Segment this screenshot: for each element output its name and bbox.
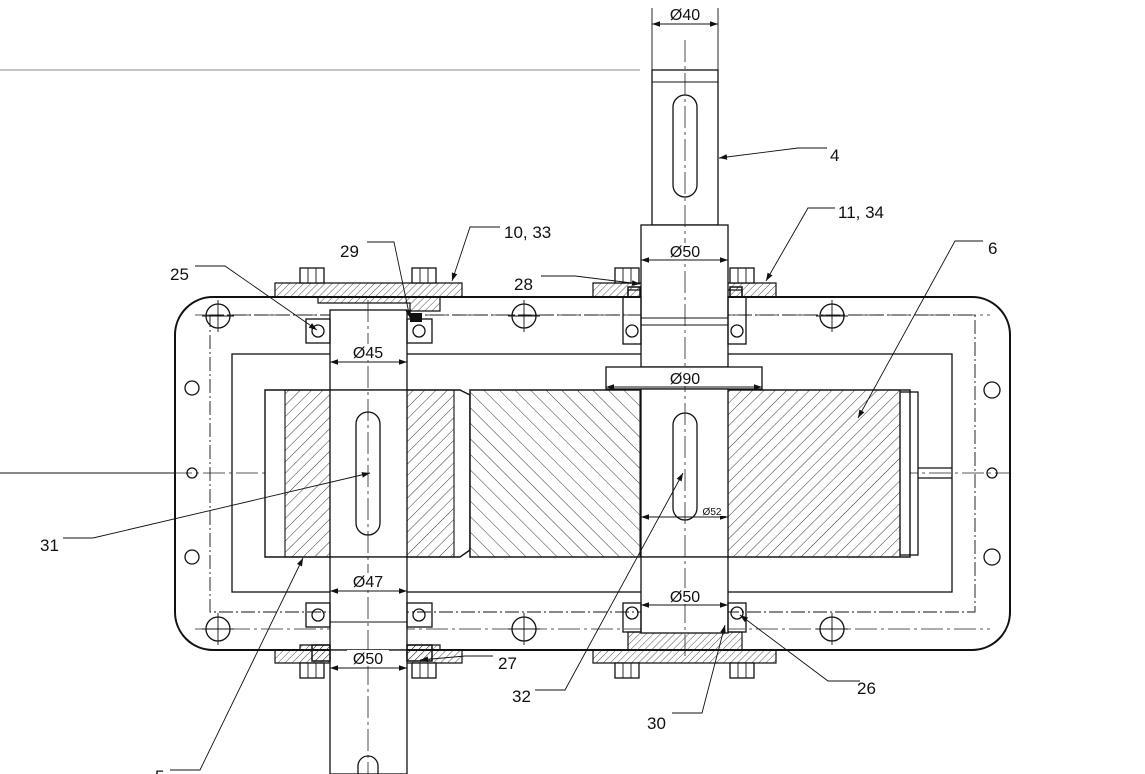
- dim-output-shaft-upper-bearing: Ø50: [670, 244, 700, 261]
- dim-output-shaft-top: Ø40: [670, 7, 700, 24]
- label-part-26: 26: [857, 679, 876, 698]
- dim-output-shaft-lower-bearing: Ø50: [670, 589, 700, 606]
- housing-bolt-holes: [184, 300, 1001, 645]
- label-part-27: 27: [498, 654, 517, 673]
- dimension-lines: [330, 8, 762, 671]
- dim-input-shaft-upper: Ø45: [353, 345, 383, 362]
- label-part-5: 5: [155, 767, 164, 774]
- input-shaft: [329, 300, 408, 774]
- cover-bolts: [299, 267, 755, 679]
- dimension-texts: Ø40 Ø50 Ø90 Ø52 Ø50 Ø45 Ø47 Ø50: [347, 6, 725, 668]
- label-part-6: 6: [988, 239, 997, 258]
- label-part-11-34: 11, 34: [838, 203, 884, 222]
- dim-output-shaft-collar: Ø90: [670, 371, 700, 388]
- label-part-29: 29: [340, 242, 359, 261]
- dim-input-shaft-middle: Ø47: [353, 574, 383, 591]
- dim-output-shaft-gear-seat: Ø52: [703, 507, 722, 518]
- leader-lines: [63, 147, 983, 771]
- label-part-31: 31: [40, 536, 59, 555]
- label-part-32: 32: [512, 687, 531, 706]
- dim-input-shaft-lower: Ø50: [353, 651, 383, 668]
- label-part-4: 4: [830, 146, 839, 165]
- output-shaft: [605, 40, 763, 660]
- label-part-28: 28: [514, 275, 533, 294]
- label-part-30: 30: [647, 714, 666, 733]
- label-part-10-33: 10, 33: [504, 223, 551, 242]
- label-part-25: 25: [170, 265, 189, 284]
- part-labels: 4 10, 33 11, 34 6 25 29 28 27 26 30 32 3…: [40, 146, 997, 774]
